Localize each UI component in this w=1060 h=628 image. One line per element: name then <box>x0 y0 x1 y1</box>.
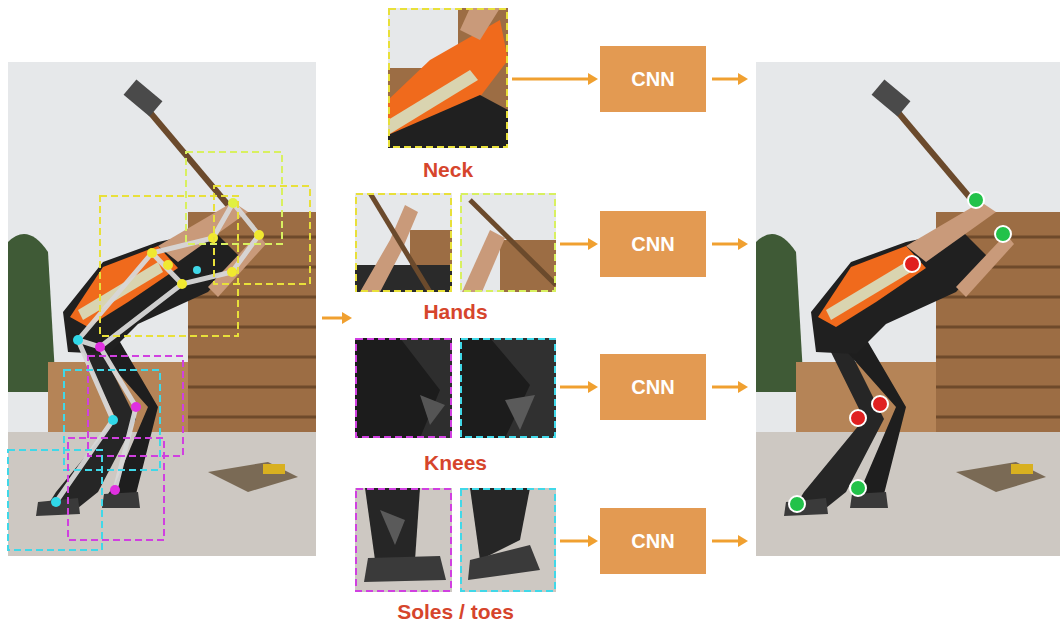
crop-boxes <box>8 152 310 550</box>
arrow-head <box>588 381 598 393</box>
part-label: Soles / toes <box>397 600 514 624</box>
part-label: Knees <box>424 451 487 475</box>
skeleton <box>56 203 259 502</box>
output-photo <box>756 62 1060 556</box>
sole-crop <box>460 488 556 592</box>
knee-crop <box>355 338 452 438</box>
part-label: Hands <box>423 300 487 324</box>
flow-arrow <box>560 381 598 393</box>
arrow-head <box>588 535 598 547</box>
input-photo <box>8 62 316 556</box>
output-arrows <box>712 73 748 547</box>
flow-arrow <box>512 73 598 85</box>
arrow-head <box>588 238 598 250</box>
keypoints <box>789 192 1011 512</box>
hand-crop <box>355 193 452 292</box>
flow-arrow <box>560 535 598 547</box>
neck-crop <box>388 8 508 148</box>
arrow-line <box>560 540 590 543</box>
part-label: Neck <box>423 158 473 182</box>
box-label: CNN <box>631 67 674 91</box>
hand-crop <box>460 193 556 292</box>
crop-group: Soles / toes <box>355 488 556 624</box>
cnn-box: CNN <box>600 508 706 574</box>
crop-group: Hands <box>355 193 556 324</box>
knee-crop <box>460 338 556 438</box>
crop-group: Knees <box>355 338 556 475</box>
box-label: CNN <box>631 529 674 553</box>
flow-arrow <box>560 238 598 250</box>
arrow-line <box>512 78 590 81</box>
cnn-box: CNN <box>600 46 706 112</box>
cnn-box: CNN <box>600 211 706 277</box>
crop-group: Neck <box>388 8 508 182</box>
box-label: CNN <box>631 375 674 399</box>
output-photo-image <box>756 62 1060 556</box>
input-arrow <box>322 312 352 324</box>
arrow-head <box>588 73 598 85</box>
arrow-line <box>560 386 590 389</box>
arrow-line <box>560 243 590 246</box>
cnn-box: CNN <box>600 354 706 420</box>
sole-crop <box>355 488 452 592</box>
box-label: CNN <box>631 232 674 256</box>
